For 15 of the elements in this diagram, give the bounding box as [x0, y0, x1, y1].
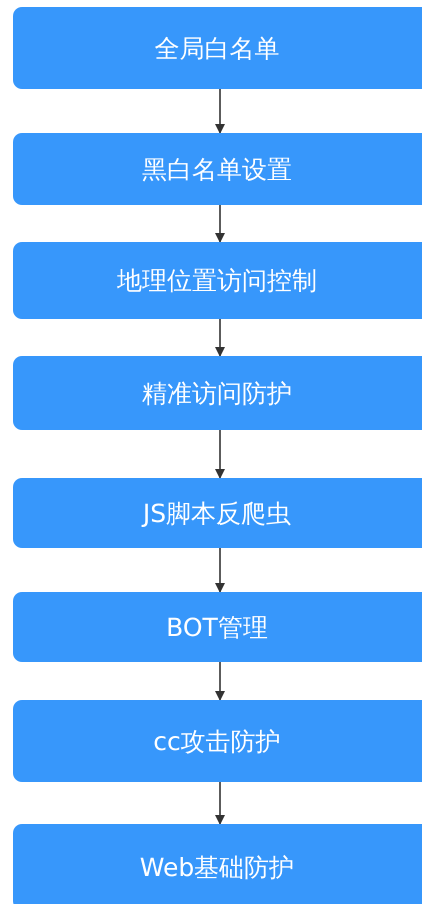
process-box: cc攻击防护: [13, 700, 422, 782]
arrow: [215, 548, 225, 593]
arrow: [215, 662, 225, 701]
arrow: [215, 89, 225, 134]
process-box: Web基础防护: [13, 824, 422, 904]
arrow: [215, 782, 225, 825]
process-box: 精准访问防护: [13, 356, 422, 430]
arrow: [215, 205, 225, 243]
process-box: JS脚本反爬虫: [13, 478, 422, 548]
process-box: 地理位置访问控制: [13, 242, 422, 319]
arrow: [215, 319, 225, 357]
process-box: BOT管理: [13, 592, 422, 662]
arrow: [215, 430, 225, 479]
process-box: 黑白名单设置: [13, 133, 422, 205]
process-box: 全局白名单: [13, 7, 422, 89]
